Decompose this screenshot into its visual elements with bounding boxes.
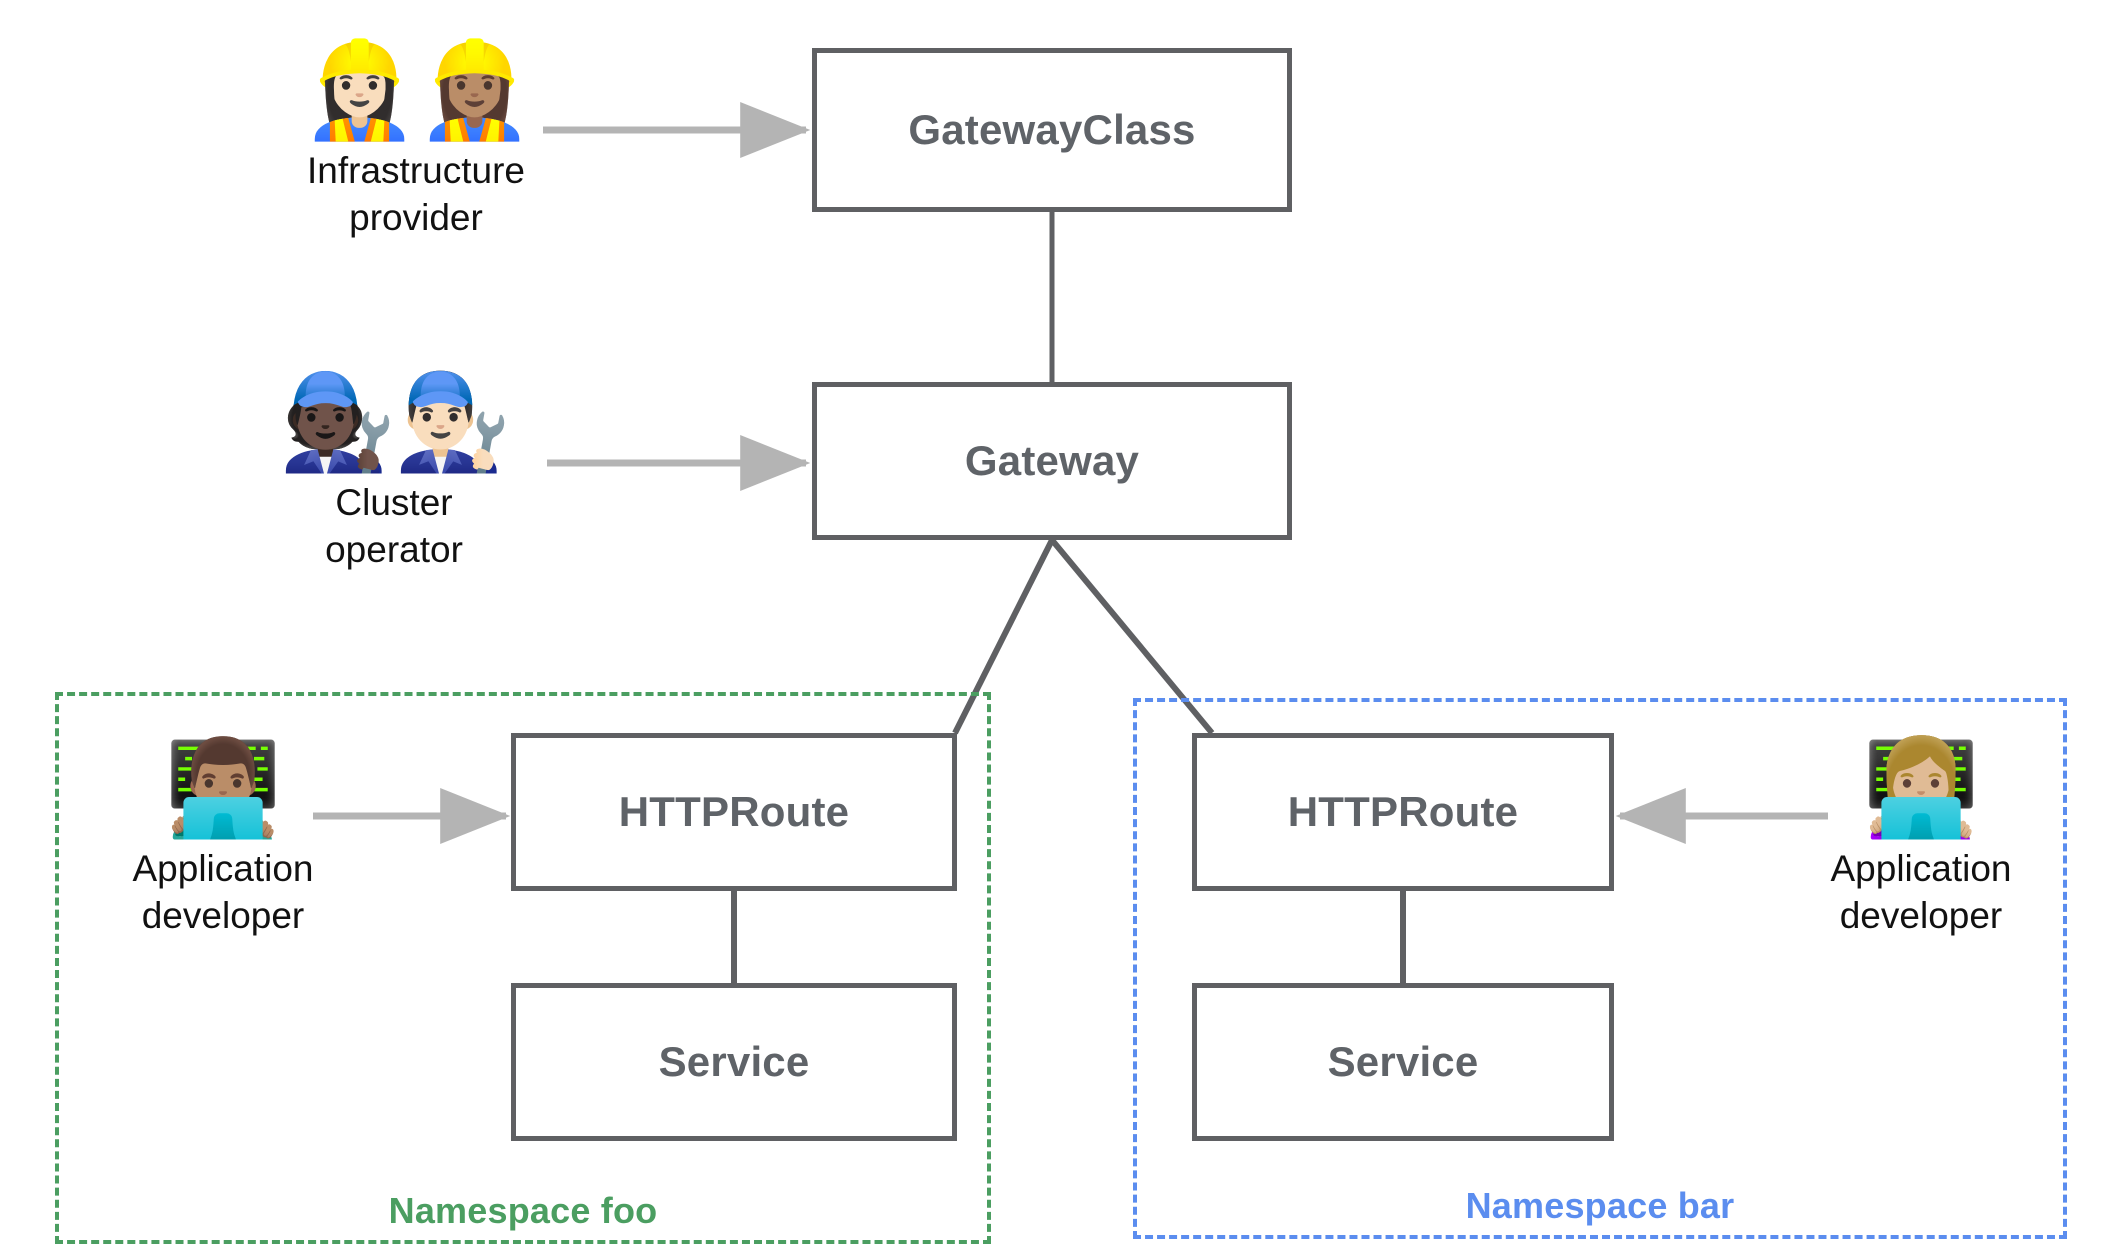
resource-box-service-foo[interactable]: Service [511, 983, 957, 1141]
resource-box-gateway[interactable]: Gateway [812, 382, 1292, 540]
resource-box-httproute-foo[interactable]: HTTPRoute [511, 733, 957, 891]
namespace-label-bar: Namespace bar [1465, 1185, 1735, 1226]
persona-caption-application-developer-foo: Application developer [132, 847, 314, 937]
resource-label-service-foo: Service [658, 1038, 810, 1085]
persona-cluster-operator: 🧑🏿‍🔧👨🏻‍🔧 Cluster operator [224, 368, 564, 573]
persona-application-developer-bar: 👩🏼‍💻 Application developer [1751, 734, 2091, 939]
persona-infrastructure-provider: 👷🏻‍♀️👷🏽‍♀️ Infrastructure provider [246, 36, 586, 241]
mechanic-icon: 🧑🏿‍🔧👨🏻‍🔧 [278, 368, 511, 477]
resource-label-service-bar: Service [1327, 1038, 1479, 1085]
namespace-group-bar: Namespace bar [1133, 698, 2067, 1239]
persona-caption-application-developer-bar: Application developer [1830, 847, 2012, 937]
resource-label-httproute-foo: HTTPRoute [618, 788, 850, 835]
woman-technologist-icon: 👩🏼‍💻 [1862, 734, 1980, 843]
resource-label-gateway: Gateway [964, 437, 1140, 484]
woman-construction-worker-icon: 👷🏻‍♀️👷🏽‍♀️ [300, 36, 533, 145]
namespace-label-foo: Namespace foo [388, 1190, 658, 1231]
persona-caption-cluster-operator: Cluster operator [325, 481, 463, 571]
resource-box-service-bar[interactable]: Service [1192, 983, 1614, 1141]
persona-application-developer-foo: 👨🏽‍💻 Application developer [53, 734, 393, 939]
resource-label-gatewayclass: GatewayClass [908, 106, 1196, 153]
persona-caption-infrastructure-provider: Infrastructure provider [307, 149, 525, 239]
resource-box-gatewayclass[interactable]: GatewayClass [812, 48, 1292, 212]
resource-label-httproute-bar: HTTPRoute [1287, 788, 1519, 835]
namespace-group-foo: Namespace foo [55, 692, 991, 1244]
man-technologist-icon: 👨🏽‍💻 [164, 734, 282, 843]
resource-box-httproute-bar[interactable]: HTTPRoute [1192, 733, 1614, 891]
